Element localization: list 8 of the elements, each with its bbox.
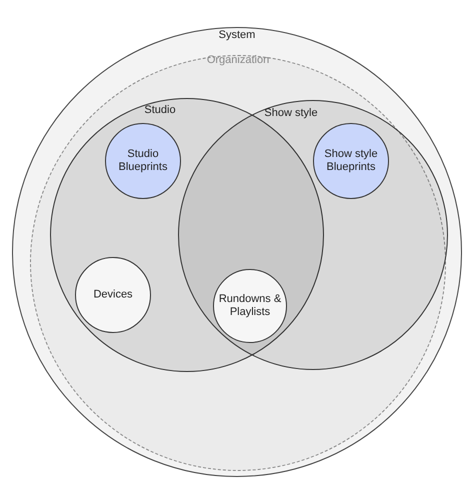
circle-label: System — [218, 29, 256, 42]
circle-label: Devices — [92, 288, 134, 302]
circle-label: Organization — [206, 54, 270, 68]
circle-label: Rundowns & Playlists — [218, 292, 282, 320]
circle-label: Studio Blueprints — [118, 148, 168, 174]
circle-label: Show style Blueprints — [323, 148, 379, 174]
circle-label: Show style — [263, 107, 319, 120]
circle-label: Studio — [143, 104, 177, 118]
